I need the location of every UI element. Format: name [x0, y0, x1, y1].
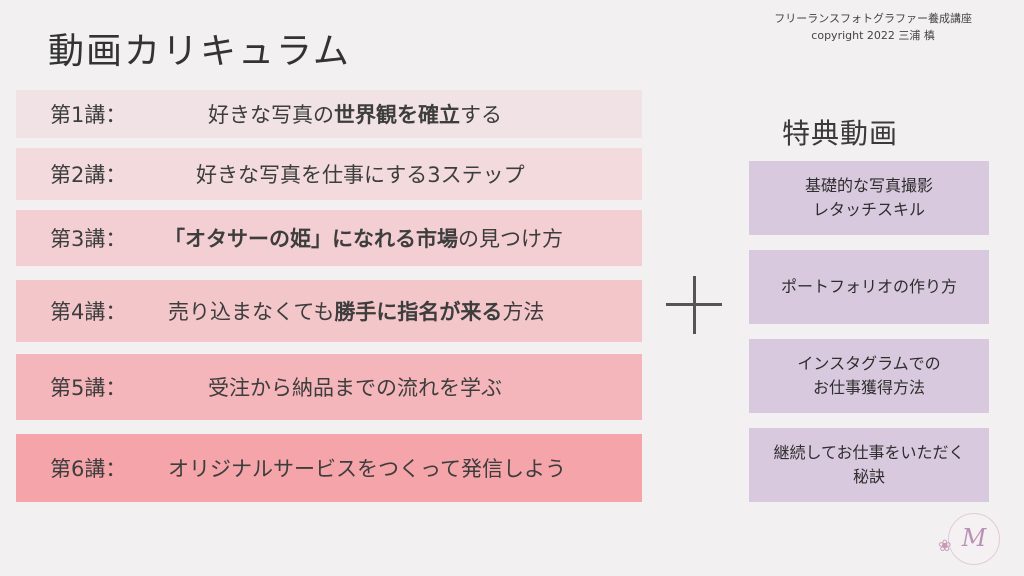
lecture-number: 第4講：: [50, 300, 127, 324]
lecture-item: 第3講： 「オタサーの姫」になれる市場の見つけ方: [16, 210, 642, 266]
logo-letter: M: [961, 524, 987, 552]
bonus-title: 特典動画: [782, 117, 899, 150]
bonus-item-line: 基礎的な写真撮影: [804, 176, 933, 195]
lecture-item: 第5講： 受注から納品までの流れを学ぶ: [16, 354, 642, 420]
lecture-topic-text: オリジナルサービスをつくって発信しよう: [168, 457, 566, 481]
lecture-topic-text: 好きな写真の: [208, 103, 334, 127]
page-title: 動画カリキュラム: [48, 31, 351, 72]
bonus-item-line: 継続してお仕事をいただく: [773, 443, 965, 462]
bonus-item-line: 秘訣: [852, 467, 885, 486]
bonus-item: 継続してお仕事をいただく秘訣: [749, 428, 989, 502]
lecture-topic: 好きな写真の世界観を確立する: [208, 99, 502, 129]
bonus-item: インスタグラムでのお仕事獲得方法: [749, 339, 989, 413]
flower-icon: ❀: [938, 536, 952, 555]
lecture-topic: 売り込まなくても勝手に指名が来る方法: [168, 296, 544, 326]
lecture-topic-text: 好きな写真を仕事にする3ステップ: [196, 163, 525, 187]
plus-icon: [666, 272, 722, 336]
lecture-item: 第1講： 好きな写真の世界観を確立する: [16, 90, 642, 138]
lecture-topic: 好きな写真を仕事にする3ステップ: [196, 159, 525, 189]
lecture-number: 第3講：: [50, 227, 127, 251]
lecture-number: 第1講：: [50, 103, 127, 127]
lecture-number: 第6講：: [50, 457, 127, 481]
lecture-topic: 受注から納品までの流れを学ぶ: [208, 372, 502, 402]
lecture-item: 第4講： 売り込まなくても勝手に指名が来る方法: [16, 280, 642, 342]
bonus-item-line: お仕事獲得方法: [812, 378, 925, 397]
lecture-topic-text: 方法: [502, 300, 545, 324]
lecture-topic: オリジナルサービスをつくって発信しよう: [168, 453, 566, 483]
lecture-topic-text: 受注から納品までの流れを学ぶ: [208, 376, 502, 400]
bonus-item-line: レタッチスキル: [812, 200, 925, 219]
credit-copyright: copyright 2022 三浦 槙: [811, 29, 935, 42]
logo: M: [948, 513, 1000, 565]
lecture-topic-text: の見つけ方: [458, 227, 563, 251]
credit: フリーランスフォトグラファー養成講座 copyright 2022 三浦 槙: [774, 10, 972, 44]
lecture-item: 第2講： 好きな写真を仕事にする3ステップ: [16, 148, 642, 200]
lecture-number: 第5講：: [50, 376, 127, 400]
bonus-item-line: ポートフォリオの作り方: [780, 277, 957, 296]
bonus-item-line: インスタグラムでの: [797, 354, 941, 373]
lecture-topic-emphasis: 世界観を確立: [334, 103, 460, 127]
lecture-topic-text: する: [460, 103, 502, 127]
lecture-topic: 「オタサーの姫」になれる市場の見つけ方: [164, 223, 563, 253]
lecture-topic-emphasis: 勝手に指名が来る: [334, 300, 503, 324]
lecture-topic-text: 売り込まなくても: [168, 300, 335, 324]
lecture-topic-emphasis: 「オタサーの姫」になれる市場: [164, 227, 458, 251]
bonus-item: ポートフォリオの作り方: [749, 250, 989, 324]
bonus-item: 基礎的な写真撮影レタッチスキル: [749, 161, 989, 235]
credit-course-name: フリーランスフォトグラファー養成講座: [774, 12, 972, 25]
lecture-number: 第2講：: [50, 163, 127, 187]
lecture-item: 第6講： オリジナルサービスをつくって発信しよう: [16, 434, 642, 502]
